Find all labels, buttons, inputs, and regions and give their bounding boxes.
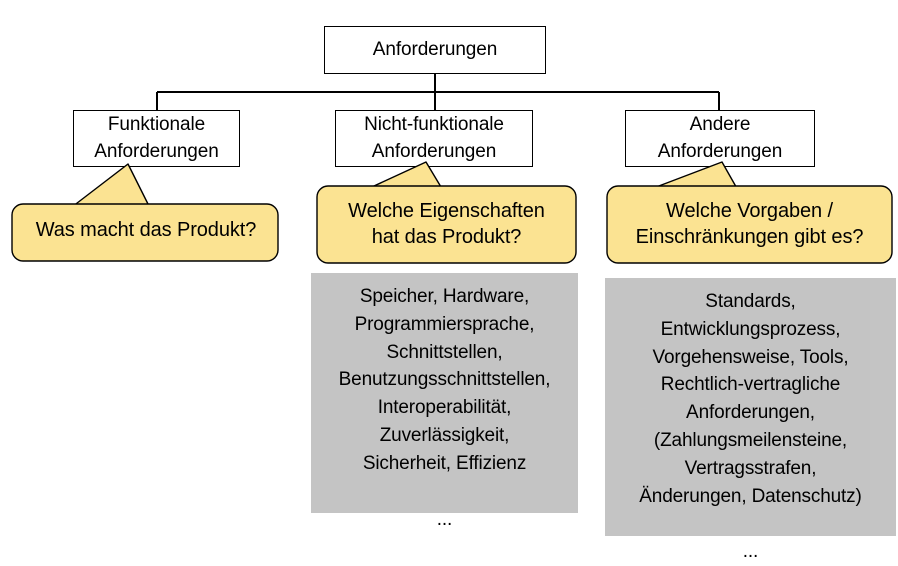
node-andere-anforderungen-label: Andere Anforderungen <box>657 113 783 162</box>
node-anforderungen-label: Anforderungen <box>372 38 498 60</box>
node-funktionale-anforderungen: Funktionale Anforderungen <box>73 110 240 167</box>
callout-nicht-funktionale-text: Welche Eigenschaften hat das Produkt? <box>348 200 545 249</box>
callout-nicht-funktionale: Welche Eigenschaften hat das Produkt? <box>313 160 580 265</box>
callout-funktionale: Was macht das Produkt? <box>6 160 286 265</box>
detail-box-nicht-funktionale: Speicher, Hardware, Programmiersprache, … <box>311 273 578 530</box>
detail-box-andere: Standards, Entwicklungsprozess, Vorgehen… <box>605 278 896 562</box>
node-funktionale-anforderungen-label: Funktionale Anforderungen <box>94 113 219 162</box>
callout-funktionale-text: Was macht das Produkt? <box>35 219 257 241</box>
callout-nicht-funktionale-seam <box>363 187 442 191</box>
callout-funktionale-tail <box>67 163 152 211</box>
callout-nicht-funktionale-shape <box>316 161 577 264</box>
callout-funktionale-seam <box>70 205 149 209</box>
node-nicht-funktionale-anforderungen-label: Nicht-funktionale Anforderungen <box>364 113 504 162</box>
node-andere-anforderungen: Andere Anforderungen <box>625 110 815 167</box>
node-anforderungen: Anforderungen <box>324 26 546 74</box>
callout-andere-shape <box>606 161 893 264</box>
diagram-canvas: Anforderungen Funktionale Anforderungen … <box>6 26 896 562</box>
callout-funktionale-shape <box>11 163 279 262</box>
callout-andere-bubble <box>606 185 893 264</box>
callout-andere: Welche Vorgaben / Einschränkungen gibt e… <box>603 160 896 265</box>
callout-andere-seam <box>645 187 737 191</box>
callout-andere-text: Welche Vorgaben / Einschränkungen gibt e… <box>635 200 864 249</box>
node-nicht-funktionale-anforderungen: Nicht-funktionale Anforderungen <box>335 110 533 167</box>
callout-funktionale-bubble <box>11 203 279 262</box>
callout-nicht-funktionale-bubble <box>316 185 577 264</box>
